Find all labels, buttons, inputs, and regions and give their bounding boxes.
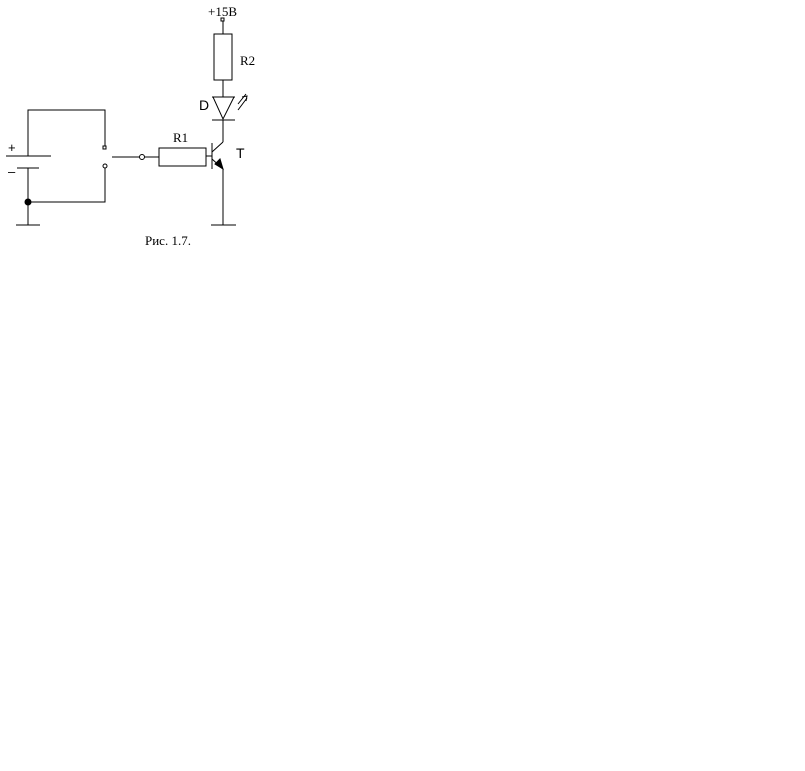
- transistor-t: [211, 141, 224, 171]
- supply-label: +15В: [208, 4, 237, 19]
- transistor-label: T: [236, 145, 245, 161]
- led-d: [212, 93, 248, 121]
- supply-terminal: [220, 17, 225, 22]
- input-terminal: [139, 154, 145, 160]
- r2-label: R2: [240, 53, 255, 68]
- light-arrow-2: [237, 93, 247, 105]
- switch-contact-bottom: [102, 163, 108, 169]
- battery-top-wire: [27, 109, 106, 156]
- r1-label: R1: [173, 130, 188, 145]
- switch-contact-top: [102, 145, 107, 150]
- junction-dot: [24, 198, 32, 206]
- light-arrow-1: [237, 97, 248, 111]
- battery-minus-label: –: [8, 164, 16, 179]
- led-label: D: [199, 97, 209, 113]
- resistor-r1: [158, 147, 207, 167]
- resistor-r2: [213, 33, 233, 81]
- battery-bottom-wire: [28, 168, 106, 203]
- battery-plus-label: +: [8, 140, 16, 155]
- figure-caption: Рис. 1.7.: [145, 233, 191, 248]
